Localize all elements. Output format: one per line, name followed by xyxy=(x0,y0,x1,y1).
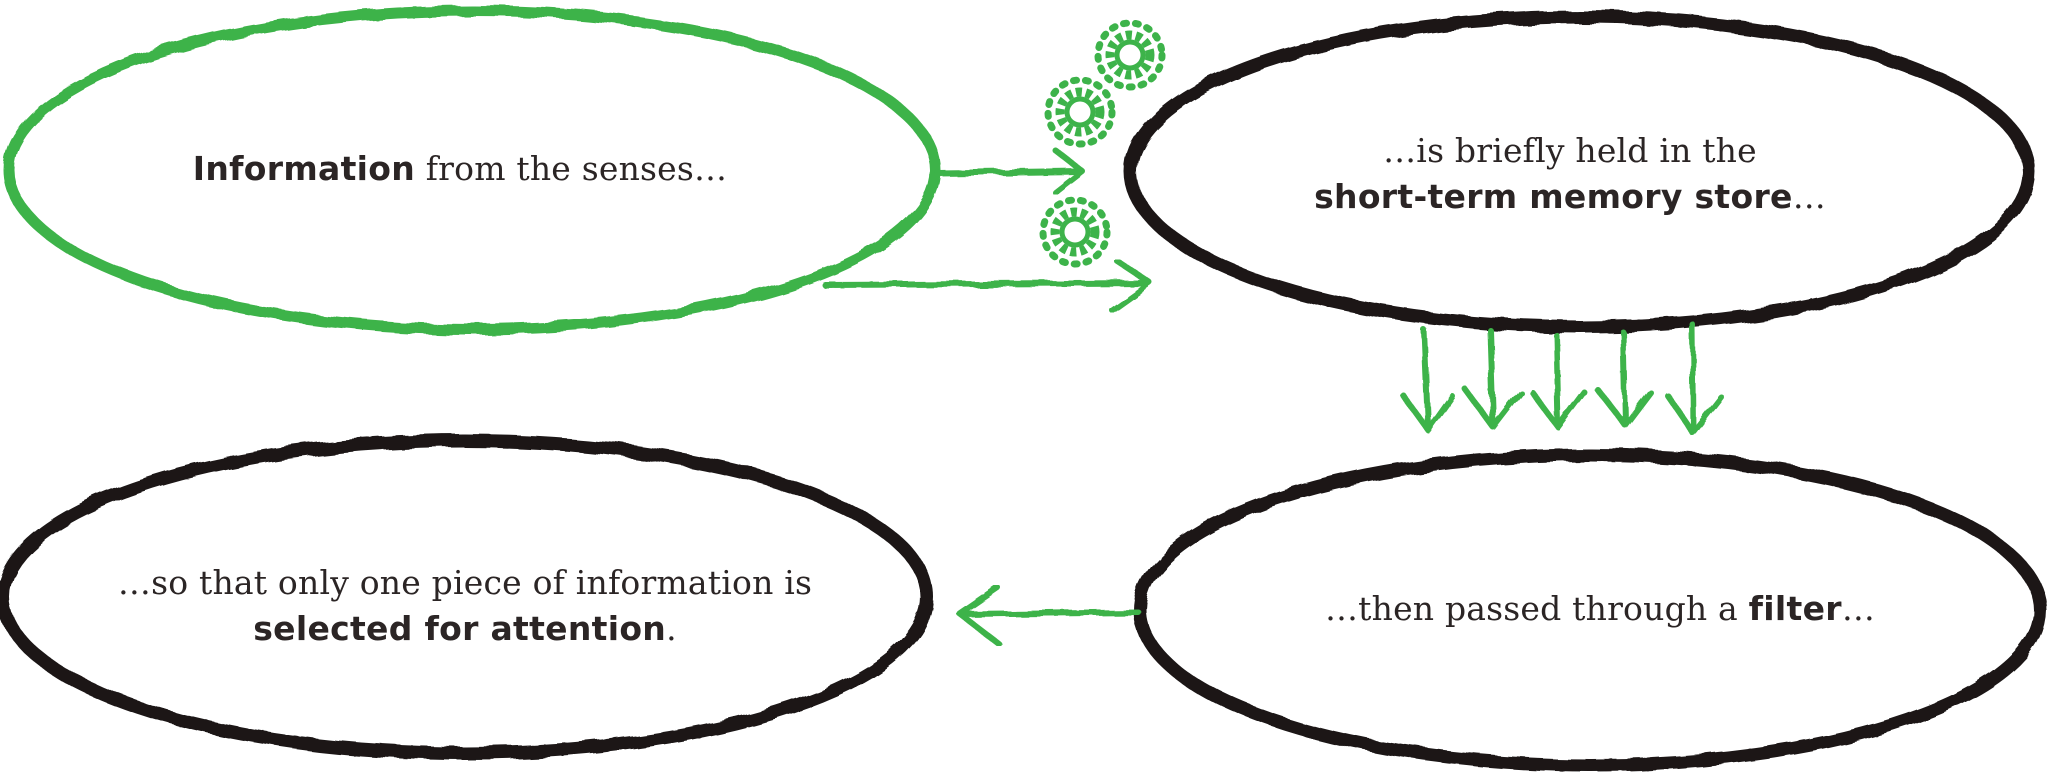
node-attention-line1: …so that only one piece of information i… xyxy=(117,563,813,602)
down-arrow-head xyxy=(1399,391,1455,433)
node-senses-text: from the senses… xyxy=(415,149,728,188)
down-arrow xyxy=(1620,329,1628,426)
node-short-term-bold: short-term memory store xyxy=(1314,177,1793,216)
down-arrow-head xyxy=(1463,387,1523,430)
node-senses-label: Information from the senses… xyxy=(80,146,840,192)
node-filter-ellipsis: … xyxy=(1841,589,1876,628)
down-arrow xyxy=(1690,322,1697,435)
node-filter-bold: filter xyxy=(1748,589,1842,628)
node-short-term-ellipse xyxy=(1124,10,2036,334)
down-arrow-head xyxy=(1665,393,1725,437)
gear-icon xyxy=(1048,80,1112,144)
down-arrow-head xyxy=(1595,387,1653,428)
arrow-filter-to-attention xyxy=(957,585,1141,646)
node-short-term-line1: …is briefly held in the xyxy=(1383,131,1757,170)
node-filter-text: …then passed through a xyxy=(1324,589,1749,628)
node-senses-bold: Information xyxy=(192,149,416,188)
node-short-term-label: …is briefly held in the short-term memory… xyxy=(1190,128,1950,220)
down-arrow-head xyxy=(1529,389,1587,430)
arrow-senses-to-store-lower xyxy=(822,259,1153,313)
down-arrow xyxy=(1487,327,1496,428)
arrow-senses-to-store-upper xyxy=(935,147,1085,195)
down-arrow xyxy=(1421,327,1431,431)
node-short-term-ellipsis: … xyxy=(1792,177,1826,216)
node-attention-bold: selected for attention xyxy=(253,609,667,648)
node-attention-ellipse xyxy=(0,434,934,760)
node-attention-label: …so that only one piece of information i… xyxy=(60,560,870,652)
node-filter-label: …then passed through a filter… xyxy=(1230,586,1970,632)
arrows-store-to-filter xyxy=(1399,322,1725,437)
node-senses-ellipse xyxy=(3,5,941,335)
down-arrow xyxy=(1553,332,1561,428)
gear-icon xyxy=(1043,200,1107,264)
gear-icon xyxy=(1098,23,1162,87)
node-attention-period: . xyxy=(666,609,677,648)
